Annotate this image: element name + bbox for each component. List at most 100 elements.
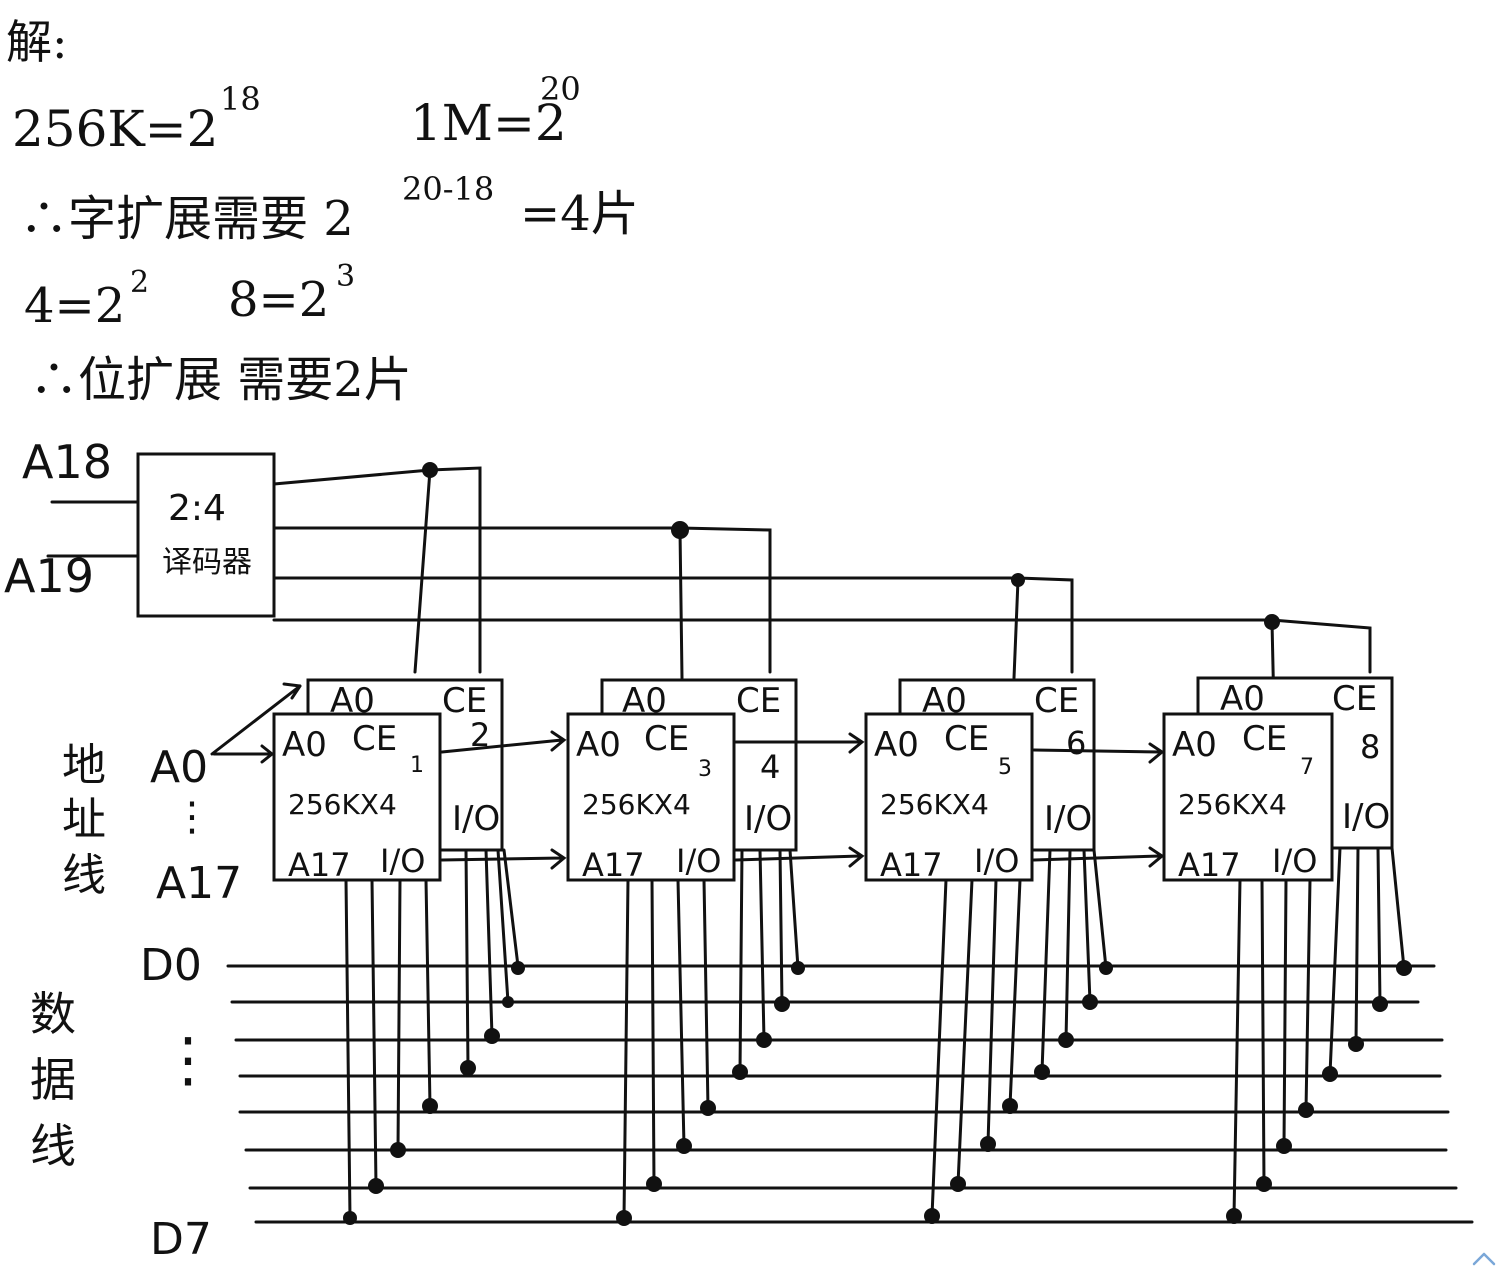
io-wire (986, 878, 998, 1146)
decoder-ratio-label: 2:4 (168, 488, 226, 529)
decoder-output-y3 (272, 618, 1372, 674)
io-wire (758, 848, 766, 1042)
chip-back-ce-label: CE (1034, 681, 1079, 721)
chip-front-size-label: 256KX4 (582, 788, 691, 821)
io-wire (484, 848, 494, 1038)
scroll-to-top-button[interactable] (1470, 1248, 1498, 1268)
io-wire (1064, 848, 1072, 1042)
chip-front-number: 3 (698, 757, 712, 782)
chip-front-number: 7 (1300, 755, 1314, 780)
chip-front-size-label: 256KX4 (880, 788, 989, 821)
junction-dot (1348, 1036, 1364, 1052)
address-bus-label-char-1: 地 (62, 740, 106, 791)
address-a0-to-back-chip (210, 682, 302, 756)
io-wire (1328, 846, 1342, 1076)
junction-dot (1099, 961, 1113, 975)
junction-dot (484, 1028, 500, 1044)
io-wire (370, 878, 378, 1188)
io-wires (344, 846, 1406, 1220)
junction-dot (1034, 1064, 1050, 1080)
address-a0-to-front-chip (212, 744, 275, 764)
chip-back-number: 6 (1066, 724, 1086, 762)
junction-dot (460, 1060, 476, 1076)
data-line-d0: D0 (140, 940, 202, 991)
junction-dot (422, 1098, 438, 1114)
chip-front-a0-label: A0 (576, 725, 621, 765)
io-wire (464, 848, 470, 1070)
decoder-output-y1-junction (671, 521, 689, 539)
address-chain-arrows (440, 730, 1165, 870)
io-wire (1260, 878, 1266, 1186)
chip-back-number: 8 (1360, 728, 1380, 766)
chip-front (272, 712, 442, 882)
io-wire (396, 878, 402, 1152)
io-wire (1040, 848, 1052, 1074)
equation-4-exponent: 2 (130, 265, 149, 300)
chip-back-ce-label: CE (442, 681, 487, 721)
address-bus-label-char-3: 线 (62, 850, 106, 901)
chip-front-io-label: I/O (676, 842, 721, 880)
address-line-ellipsis: ⋮ (172, 794, 212, 840)
equation-8: 8=2 (228, 272, 329, 328)
junction-dot (1276, 1138, 1292, 1154)
chip-back-ce-label: CE (736, 681, 781, 721)
bit-expansion-chips: ∴位扩展 需要2片 (30, 352, 412, 408)
address-line-a0: A0 (150, 742, 208, 793)
io-wire (344, 878, 352, 1220)
io-wire (496, 848, 510, 1004)
junction-dot (646, 1176, 662, 1192)
chip-front-ce-label: CE (1242, 719, 1287, 759)
word-expansion-exponent: 20-18 (402, 170, 494, 208)
address-a0-chain-3 (1032, 742, 1165, 764)
chip-front-ce-label: CE (352, 719, 397, 759)
decoder-name-label: 译码器 (162, 545, 252, 580)
decoder-box (136, 452, 276, 618)
junction-dot (700, 1100, 716, 1116)
chip-front (1162, 712, 1334, 882)
address-a17-chain-3 (1032, 846, 1165, 868)
junction-dot (616, 1210, 632, 1226)
data-bus-junctions (343, 960, 1412, 1226)
io-wire (930, 878, 948, 1218)
io-wire (1304, 878, 1312, 1112)
junction-dot (368, 1178, 384, 1194)
junction-dot (1058, 1032, 1074, 1048)
chip-back-number: 2 (470, 716, 490, 754)
equation-256k-exponent: 18 (220, 80, 261, 118)
decoder-output-y2-branch (1012, 578, 1020, 680)
junction-dot (1322, 1066, 1338, 1082)
equation-1m: 1M=2 (410, 94, 567, 152)
io-wire (1282, 878, 1288, 1148)
address-a0-chain-2 (734, 732, 865, 754)
chip-back-io-label: I/O (1044, 799, 1092, 839)
word-expansion-chips: ∴字扩展需要 2 (20, 191, 354, 247)
chip-front (864, 712, 1034, 882)
decoder-input-a19: A19 (4, 549, 94, 603)
solution-heading: 解: (6, 15, 68, 69)
data-bus: 数 据 线 D0 ⋮ D7 (30, 940, 1474, 1265)
chevron-up-icon (1472, 1252, 1496, 1266)
chip-front-io-label: I/O (974, 842, 1019, 880)
chip-pair-2: A0 CE 4 I/O A0 CE 3 256KX4 A17 I/O (566, 678, 798, 884)
decoder-output-y2 (272, 576, 1074, 674)
io-wire (1390, 846, 1406, 970)
io-wire (1008, 878, 1022, 1108)
equation-1m-exponent: 20 (540, 70, 581, 108)
data-bus-label-char-2: 据 (30, 1053, 76, 1107)
word-expansion-result: =4片 (520, 186, 639, 242)
chip-front-a0-label: A0 (1172, 725, 1217, 765)
io-wire (650, 878, 656, 1186)
chip-front-number: 1 (410, 753, 424, 778)
junction-dot (774, 996, 790, 1012)
junction-dot (1226, 1208, 1242, 1224)
chip-front-a17-label: A17 (880, 846, 943, 884)
data-line-d7: D7 (150, 1214, 212, 1265)
chip-back-ce-label: CE (1332, 679, 1377, 719)
chip-front-io-label: I/O (1272, 842, 1317, 880)
io-wire (502, 848, 520, 968)
junction-dot (791, 961, 805, 975)
address-bus-label-char-2: 址 (62, 794, 106, 845)
io-wire (1232, 878, 1242, 1218)
junction-dot (1298, 1102, 1314, 1118)
